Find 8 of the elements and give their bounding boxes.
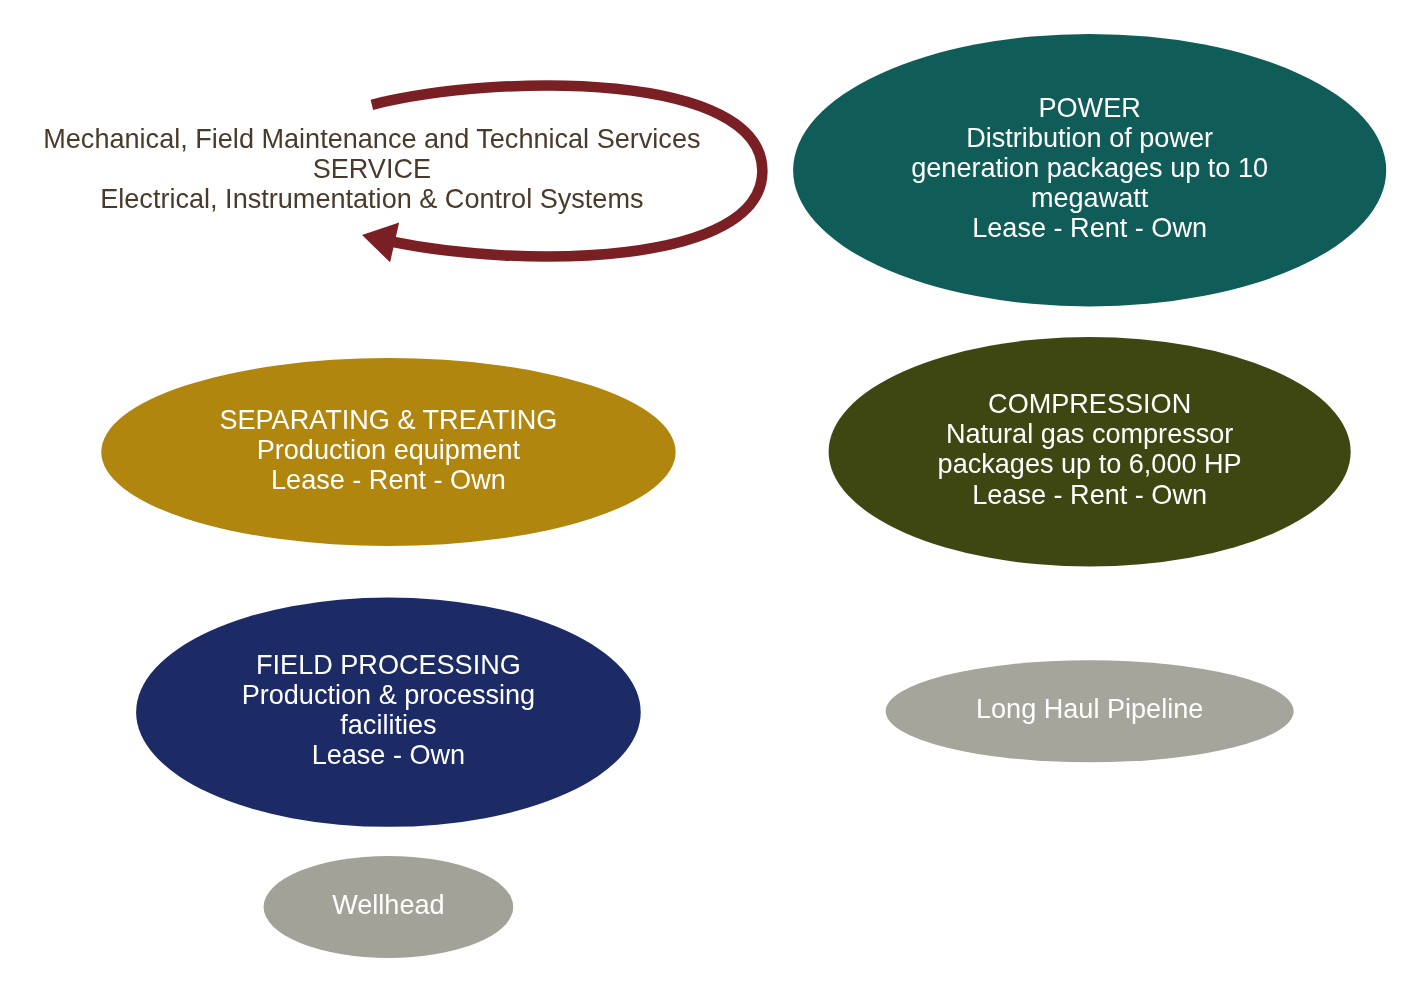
- arrow: [362, 80, 768, 263]
- node-text: Mechanical, Field Maintenance and Technical Services SERVICE Electrical, Instrumentation & Control Systems: [43, 122, 701, 214]
- node-ellipse: Wellhead: [263, 855, 514, 958]
- node-ellipse: Long Haul Pipeline: [885, 660, 1294, 763]
- node-ellipse: POWER Distribution of power generation packages up to 10 megawatt Lease - Rent - Own: [793, 34, 1387, 307]
- node-ellipse: SEPARATING & TREATING Production equipment Lease - Rent - Own: [101, 358, 676, 546]
- node-ellipse: COMPRESSION Natural gas compressor packages up to 6,000 HP Lease - Rent - Own: [828, 337, 1351, 567]
- node-ellipse: FIELD PROCESSING Production & processing facilities Lease - Own: [136, 597, 641, 827]
